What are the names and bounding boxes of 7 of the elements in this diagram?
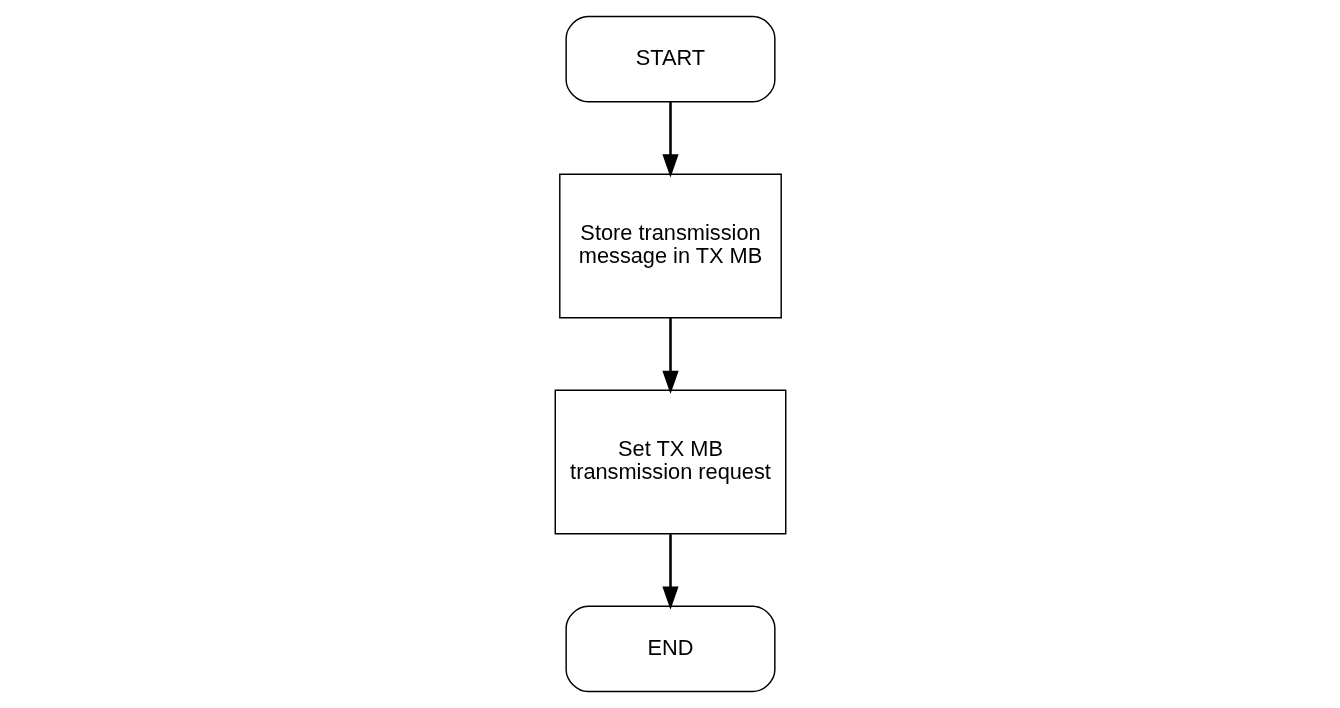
node-box: Store transmission message in TX MB — [558, 173, 782, 319]
arrow — [661, 102, 679, 178]
node-box: Set TX MB transmission request — [554, 389, 786, 535]
node-box: END — [564, 605, 776, 693]
node-box: START — [564, 15, 776, 103]
arrow — [661, 317, 679, 394]
arrow — [661, 534, 679, 610]
